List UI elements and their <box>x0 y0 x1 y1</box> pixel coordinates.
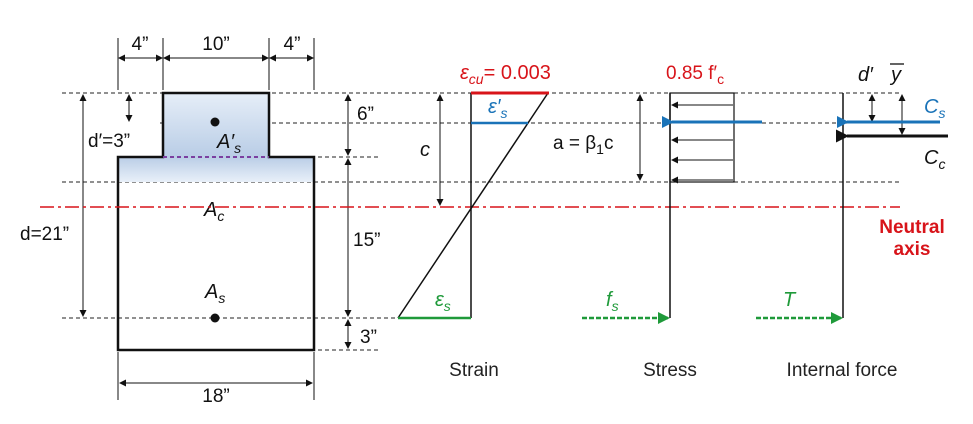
Cc-label: Cc <box>924 147 945 172</box>
d-total-label: d=21” <box>20 224 69 245</box>
top-width-dimension <box>117 38 315 90</box>
a-label: a = β1c <box>553 133 613 157</box>
fs-label: fs <box>606 289 619 314</box>
section-outline <box>116 91 316 352</box>
force-d-prime-label: d′ <box>858 64 874 86</box>
flange-left-width: 4” <box>132 34 149 55</box>
Cs-label: Cs <box>924 96 945 121</box>
mid-depth-label: 15” <box>353 230 380 251</box>
internal-force-caption: Internal force <box>787 360 898 381</box>
d-prime-label: d′=3” <box>88 131 130 152</box>
As-prime-label: A′s <box>216 131 241 156</box>
neutral-axis-label-1: Neutral <box>879 217 944 238</box>
web-top-width: 10” <box>202 34 229 55</box>
strain-caption: Strain <box>449 360 499 381</box>
internal-force-diagram <box>756 93 948 324</box>
stress-caption: Stress <box>643 360 697 381</box>
tension-steel-bar <box>210 313 220 323</box>
compression-zone-shading <box>118 157 314 182</box>
cross-section <box>116 91 316 352</box>
top-depth-label: 6” <box>357 104 374 125</box>
compression-steel-bar <box>210 117 220 127</box>
bottom-width-dimension <box>117 352 315 400</box>
fc-label: 0.85 f′c <box>666 63 724 87</box>
es-label: εs <box>435 289 451 314</box>
Ac-label: Ac <box>203 199 224 224</box>
ecu-label: εcu= 0.003 <box>460 62 551 87</box>
flange-right-width: 4” <box>284 34 301 55</box>
ybar-label: y <box>889 64 902 86</box>
stress-diagram <box>582 92 762 324</box>
es-prime-label: ε′s <box>488 96 508 121</box>
bottom-width-label: 18” <box>202 386 229 407</box>
strain-diagram <box>397 91 549 320</box>
T-label: T <box>783 289 797 311</box>
left-dimensions <box>79 94 133 317</box>
neutral-axis-label-2: axis <box>894 239 931 260</box>
bottom-cover-label: 3” <box>360 327 377 348</box>
stress-block <box>669 92 735 183</box>
stress-block-arrows <box>671 101 733 184</box>
strain-profile-line <box>397 92 549 319</box>
c-label: c <box>420 139 430 161</box>
As-label: As <box>204 281 225 306</box>
